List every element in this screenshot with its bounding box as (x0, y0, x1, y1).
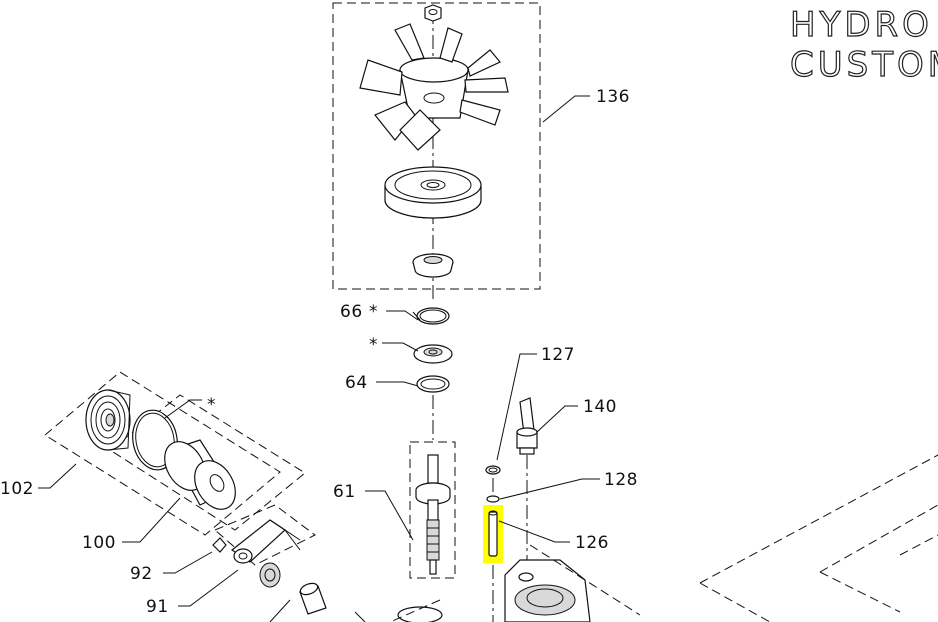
callout-128: 128 (499, 470, 638, 500)
star-seal: * (369, 335, 378, 355)
callout-64: 64 (345, 373, 419, 393)
label-126: 126 (575, 533, 609, 553)
o-ring-part (485, 465, 501, 495)
seal-part (413, 344, 453, 364)
title-line-1: HYDRO (790, 5, 933, 45)
label-102: 102 (0, 479, 34, 499)
fan-pulley-kit-box (332, 2, 541, 300)
hub-part (412, 253, 454, 278)
housing-part (397, 559, 591, 622)
label-100: 100 (82, 533, 116, 553)
input-shaft-part (415, 454, 451, 575)
callout-136: 136 (542, 87, 630, 123)
pulley-part (384, 166, 482, 219)
label-91: 91 (146, 597, 169, 617)
label-61: 61 (333, 482, 356, 502)
clip-part (486, 495, 500, 503)
cooling-fan-part (359, 23, 509, 151)
callout-102: 102 (0, 463, 77, 499)
oil-filter-part (164, 439, 236, 510)
nut-part (424, 4, 442, 22)
pin-part-126 (488, 510, 498, 622)
label-127: 127 (541, 345, 575, 365)
callout-127: 127 (496, 345, 575, 461)
callout-92: 92 (130, 551, 213, 584)
title-line-2: CUSTOM (790, 45, 938, 85)
bushing-part (269, 582, 366, 622)
bracket-arm-part (230, 519, 301, 564)
assembly-guide-lines (389, 454, 938, 622)
callout-seal-star: * (369, 335, 419, 355)
input-shaft-box (409, 395, 456, 579)
label-64: 64 (345, 373, 368, 393)
callout-61: 61 (333, 482, 414, 541)
label-128: 128 (604, 470, 638, 490)
callout-91: 91 (146, 569, 239, 617)
washer-part (416, 375, 450, 393)
star-filter: * (207, 395, 216, 415)
bypass-rod-part (516, 397, 538, 622)
retaining-ring-part (412, 307, 450, 325)
small-clip-part (212, 537, 227, 553)
callout-100: 100 (82, 497, 181, 553)
gear-part (259, 562, 281, 588)
filter-cover-part (85, 389, 131, 451)
label-136: 136 (596, 87, 630, 107)
label-140: 140 (583, 397, 617, 417)
callout-filter-star: * (164, 395, 216, 419)
callout-66: 66 * (340, 302, 419, 322)
callout-126: 126 (498, 520, 609, 553)
callout-140: 140 (536, 397, 617, 433)
label-92: 92 (130, 564, 153, 584)
label-66: 66 (340, 302, 363, 322)
star-66: * (369, 302, 378, 322)
